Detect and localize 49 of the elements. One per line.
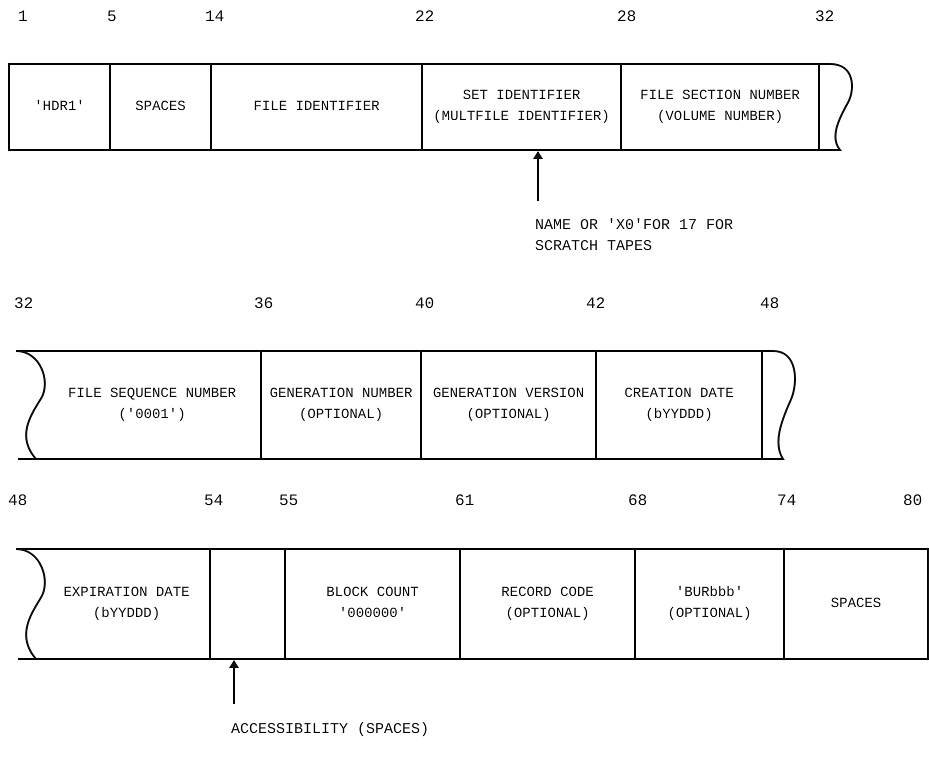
column-number: 48 (8, 492, 28, 510)
column-number: 14 (205, 8, 224, 26)
column-number: 1 (18, 8, 28, 26)
column-number: 68 (628, 492, 648, 510)
leader-arrow (533, 151, 543, 201)
field-label: FILE SECTION NUMBER (VOLUME NUMBER) (639, 87, 801, 127)
column-number: 61 (455, 492, 474, 510)
annotation-text: ACCESSIBILITY (SPACES) (231, 706, 431, 752)
field-label: GENERATION NUMBER (OPTIONAL) (268, 385, 414, 425)
column-number: 54 (204, 492, 224, 510)
field-label: 'HDR1' (34, 98, 85, 116)
column-number: 55 (279, 492, 298, 510)
column-number: 5 (107, 8, 117, 26)
column-number: 36 (254, 295, 274, 313)
record-field (210, 63, 423, 151)
record-field (18, 350, 262, 460)
field-label: SPACES (135, 98, 186, 116)
field-label: RECORD CODE (OPTIONAL) (500, 584, 595, 624)
record-field (284, 548, 461, 660)
record-field (8, 63, 111, 151)
record-field (634, 548, 785, 660)
column-number: 42 (586, 295, 606, 313)
leader-arrow (229, 660, 239, 704)
column-number: 74 (777, 492, 796, 510)
column-number: 32 (14, 295, 34, 313)
record-field (109, 63, 212, 151)
field-label: BLOCK COUNT '000000' (325, 584, 420, 624)
column-number: 40 (415, 295, 434, 313)
record-field (18, 548, 211, 660)
field-label: SPACES (830, 594, 882, 614)
field-label: 'BURbbb' (OPTIONAL) (666, 584, 752, 624)
field-label: EXPIRATION DATE (bYYDDD) (62, 584, 191, 624)
record-field (421, 63, 622, 151)
annotation-text: NAME OR 'X0'FOR 17 FOR SCRATCH TAPES (535, 203, 745, 269)
field-label: FILE IDENTIFIER (253, 98, 380, 116)
column-number: 32 (815, 8, 834, 26)
field-label: CREATION DATE (bYYDDD) (623, 385, 735, 425)
field-label: FILE SEQUENCE NUMBER ('0001') (66, 385, 238, 425)
field-label: GENERATION VERSION (OPTIONAL) (432, 385, 586, 425)
record-field (783, 548, 929, 660)
column-number: 28 (617, 8, 636, 26)
field-label: SET IDENTIFIER (MULTFILE IDENTIFIER) (432, 87, 611, 127)
empty-record-field (209, 548, 286, 660)
record-field (420, 350, 597, 460)
record-field (459, 548, 636, 660)
record-field (260, 350, 422, 460)
column-number: 80 (903, 492, 922, 510)
column-number: 48 (760, 295, 780, 313)
column-number: 22 (415, 8, 434, 26)
